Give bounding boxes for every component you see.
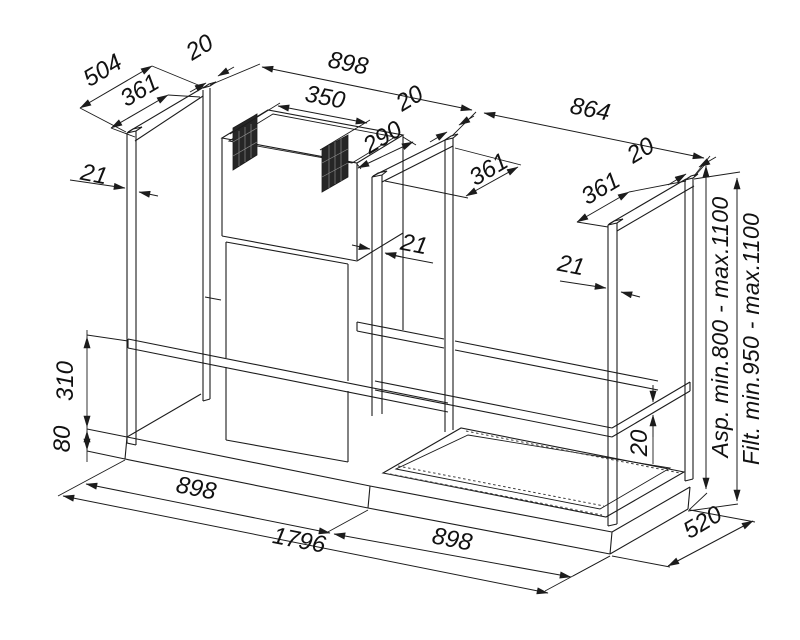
dim-label-1796: 1796 bbox=[270, 522, 328, 559]
dim-label-361-mid: 361 bbox=[465, 148, 513, 192]
dim-base-depth: 520 bbox=[611, 500, 756, 568]
dim-label-filt-range: Filt. min.950 - max.1100 bbox=[738, 213, 764, 465]
dim-total-width: 1796 bbox=[62, 494, 611, 595]
plinth-bases bbox=[124, 393, 691, 555]
dim-right-top-gap: 20 bbox=[621, 132, 717, 186]
dim-label-80: 80 bbox=[49, 425, 76, 452]
dim-bottom-left-width: 898 bbox=[57, 459, 369, 535]
shelf-level bbox=[127, 296, 691, 438]
dim-shelf-edge: 20 bbox=[626, 385, 657, 464]
dim-label-20-top-left: 20 bbox=[180, 29, 218, 67]
dim-label-350: 350 bbox=[303, 80, 348, 114]
dim-left-post-thickness: 21 bbox=[69, 159, 159, 198]
dim-label-361-right: 361 bbox=[577, 167, 625, 211]
dim-label-898-top: 898 bbox=[326, 46, 371, 80]
dim-mid-post-thickness: 21 bbox=[351, 229, 434, 264]
dim-label-21-mid: 21 bbox=[397, 229, 429, 261]
dim-shelf-and-plinth-heights: 310 80 bbox=[49, 330, 129, 462]
dim-label-864: 864 bbox=[568, 92, 612, 126]
dim-label-20-top-mid: 20 bbox=[390, 80, 428, 118]
chimney-duct bbox=[220, 109, 405, 463]
dim-right-frame-inner: 361 bbox=[576, 167, 687, 228]
dim-label-361-left: 361 bbox=[116, 69, 164, 113]
dim-label-310: 310 bbox=[52, 360, 79, 401]
dim-bottom-right-width: 898 bbox=[333, 522, 611, 579]
dim-label-asp-range: Asp. min.800 - max.1100 bbox=[707, 197, 733, 460]
dim-left-frame-inner: 361 bbox=[110, 69, 201, 138]
dim-left-top-gap: 20 bbox=[180, 29, 235, 93]
dim-top-right-width: 864 bbox=[483, 92, 711, 177]
right-side-frame bbox=[607, 173, 699, 527]
dim-label-20-right: 20 bbox=[621, 132, 659, 170]
dim-height-ranges: Asp. min.800 - max.1100 Filt. min.950 - … bbox=[687, 160, 764, 512]
left-side-frame bbox=[126, 81, 217, 446]
dim-label-21-left: 21 bbox=[77, 159, 109, 191]
dim-right-post-thickness: 21 bbox=[554, 250, 641, 299]
dim-label-21-right: 21 bbox=[554, 250, 586, 282]
dim-label-20-shelf: 20 bbox=[626, 429, 653, 457]
dim-label-520: 520 bbox=[679, 500, 728, 544]
dim-chimney-depth: 290 bbox=[356, 115, 417, 170]
dim-label-290: 290 bbox=[358, 115, 408, 160]
middle-frame bbox=[371, 133, 459, 432]
